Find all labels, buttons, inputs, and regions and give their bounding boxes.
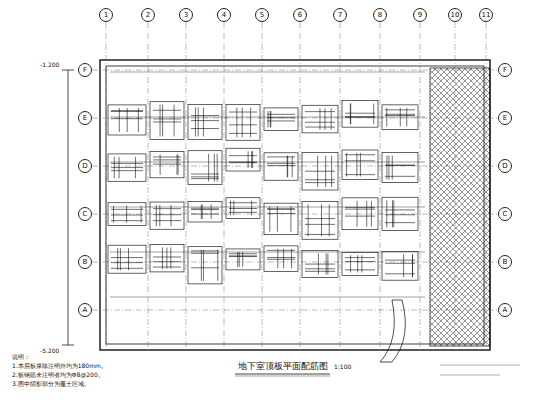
grid-bubble: B xyxy=(498,255,512,269)
grid-label: 2 xyxy=(146,12,150,19)
grid-label: E xyxy=(503,115,507,122)
grid-bubble: 10 xyxy=(448,8,462,22)
grid-bubble: 7 xyxy=(333,8,347,22)
grid-bubble: 11 xyxy=(479,8,493,22)
grid-bubble: F xyxy=(78,63,92,77)
grid-bubble: 4 xyxy=(217,8,231,22)
grid-label: B xyxy=(83,259,88,266)
grid-bubble: B xyxy=(78,255,92,269)
grid-label: 9 xyxy=(418,12,422,19)
grid-bubble: A xyxy=(498,303,512,317)
grid-label: 10 xyxy=(451,12,460,19)
grid-bubble: 6 xyxy=(293,8,307,22)
grid-label: A xyxy=(503,307,508,314)
scale-note: 1:100 xyxy=(334,364,351,371)
grid-label: 11 xyxy=(482,12,491,19)
elevation-mark: -5.200 xyxy=(40,348,59,355)
grid-bubble: E xyxy=(78,111,92,125)
grid-label: 7 xyxy=(338,12,342,19)
grid-bubble: C xyxy=(498,207,512,221)
grid-label: F xyxy=(83,67,87,74)
grid-bubble: 2 xyxy=(141,8,155,22)
general-note: 说明： xyxy=(12,354,30,361)
grid-label: D xyxy=(502,163,507,170)
general-note: 1.本层板厚除注明外均为180mm。 xyxy=(12,363,107,370)
grid-label: 3 xyxy=(184,12,188,19)
grid-label: D xyxy=(82,163,87,170)
grid-label: B xyxy=(503,259,508,266)
grid-bubble: C xyxy=(78,207,92,221)
general-note: 3.图中阴影部分为覆土区域。 xyxy=(12,381,90,388)
general-note: 2.板钢筋未注明者均为Φ8@200。 xyxy=(12,372,104,379)
grid-bubble: A xyxy=(78,303,92,317)
grid-label: 4 xyxy=(222,12,226,19)
grid-bubble: E xyxy=(498,111,512,125)
elevation-mark: -1.200 xyxy=(40,62,59,69)
grid-bubble: D xyxy=(78,159,92,173)
grid-label: C xyxy=(503,211,508,218)
grid-bubble: D xyxy=(498,159,512,173)
grid-label: 1 xyxy=(104,12,108,19)
grid-label: 8 xyxy=(378,12,382,19)
grid-label: F xyxy=(503,67,507,74)
drawing-title: 地下室顶板平面配筋图 xyxy=(238,362,328,372)
grid-bubble: 8 xyxy=(373,8,387,22)
grid-label: A xyxy=(83,307,88,314)
grid-label: C xyxy=(83,211,88,218)
grid-bubble: 3 xyxy=(179,8,193,22)
grid-label: 5 xyxy=(260,12,264,19)
grid-bubble: F xyxy=(498,63,512,77)
grid-label: 6 xyxy=(298,12,302,19)
grid-bubble: 5 xyxy=(255,8,269,22)
grid-label: E xyxy=(83,115,87,122)
grid-bubble: 9 xyxy=(413,8,427,22)
grid-bubble: 1 xyxy=(99,8,113,22)
